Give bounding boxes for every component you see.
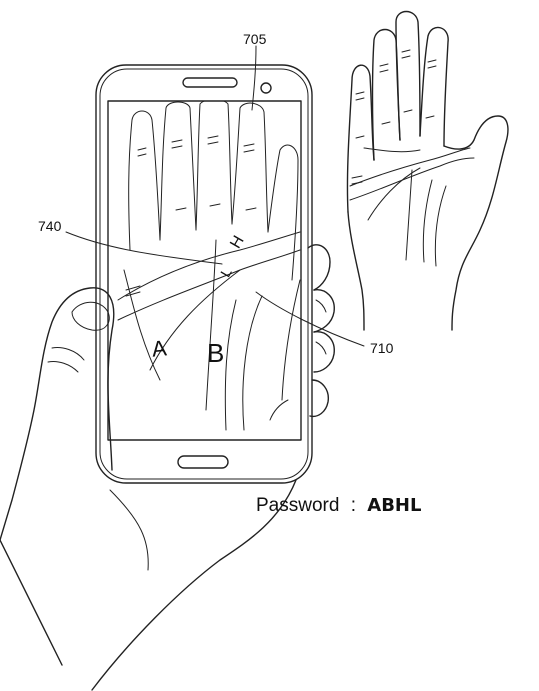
screen-palm-image: A B H L: [117, 101, 301, 431]
holding-hand: [0, 244, 335, 691]
speaker-grille: [182, 77, 238, 88]
reference-hand: [346, 10, 509, 331]
password-caption: Password : ABHL: [256, 495, 421, 517]
reference-label-740: 740: [38, 218, 62, 234]
password-separator: :: [350, 495, 356, 516]
password-value: ABHL: [367, 495, 422, 516]
leader-lines: [65, 45, 365, 347]
palm-letter-b: B: [207, 338, 224, 368]
palm-letter-l: L: [217, 265, 235, 280]
leader-line-705: [251, 45, 257, 111]
reference-label-705: 705: [243, 31, 267, 47]
password-label: Password: [256, 495, 340, 516]
home-button[interactable]: [177, 455, 229, 469]
palm-letter-a: A: [151, 335, 169, 361]
leader-line-710: [255, 291, 365, 347]
front-camera: [260, 82, 272, 94]
leader-line-740: [65, 231, 223, 265]
reference-label-710: 710: [370, 340, 394, 356]
smartphone: [95, 64, 313, 484]
phone-screen: [107, 100, 302, 441]
